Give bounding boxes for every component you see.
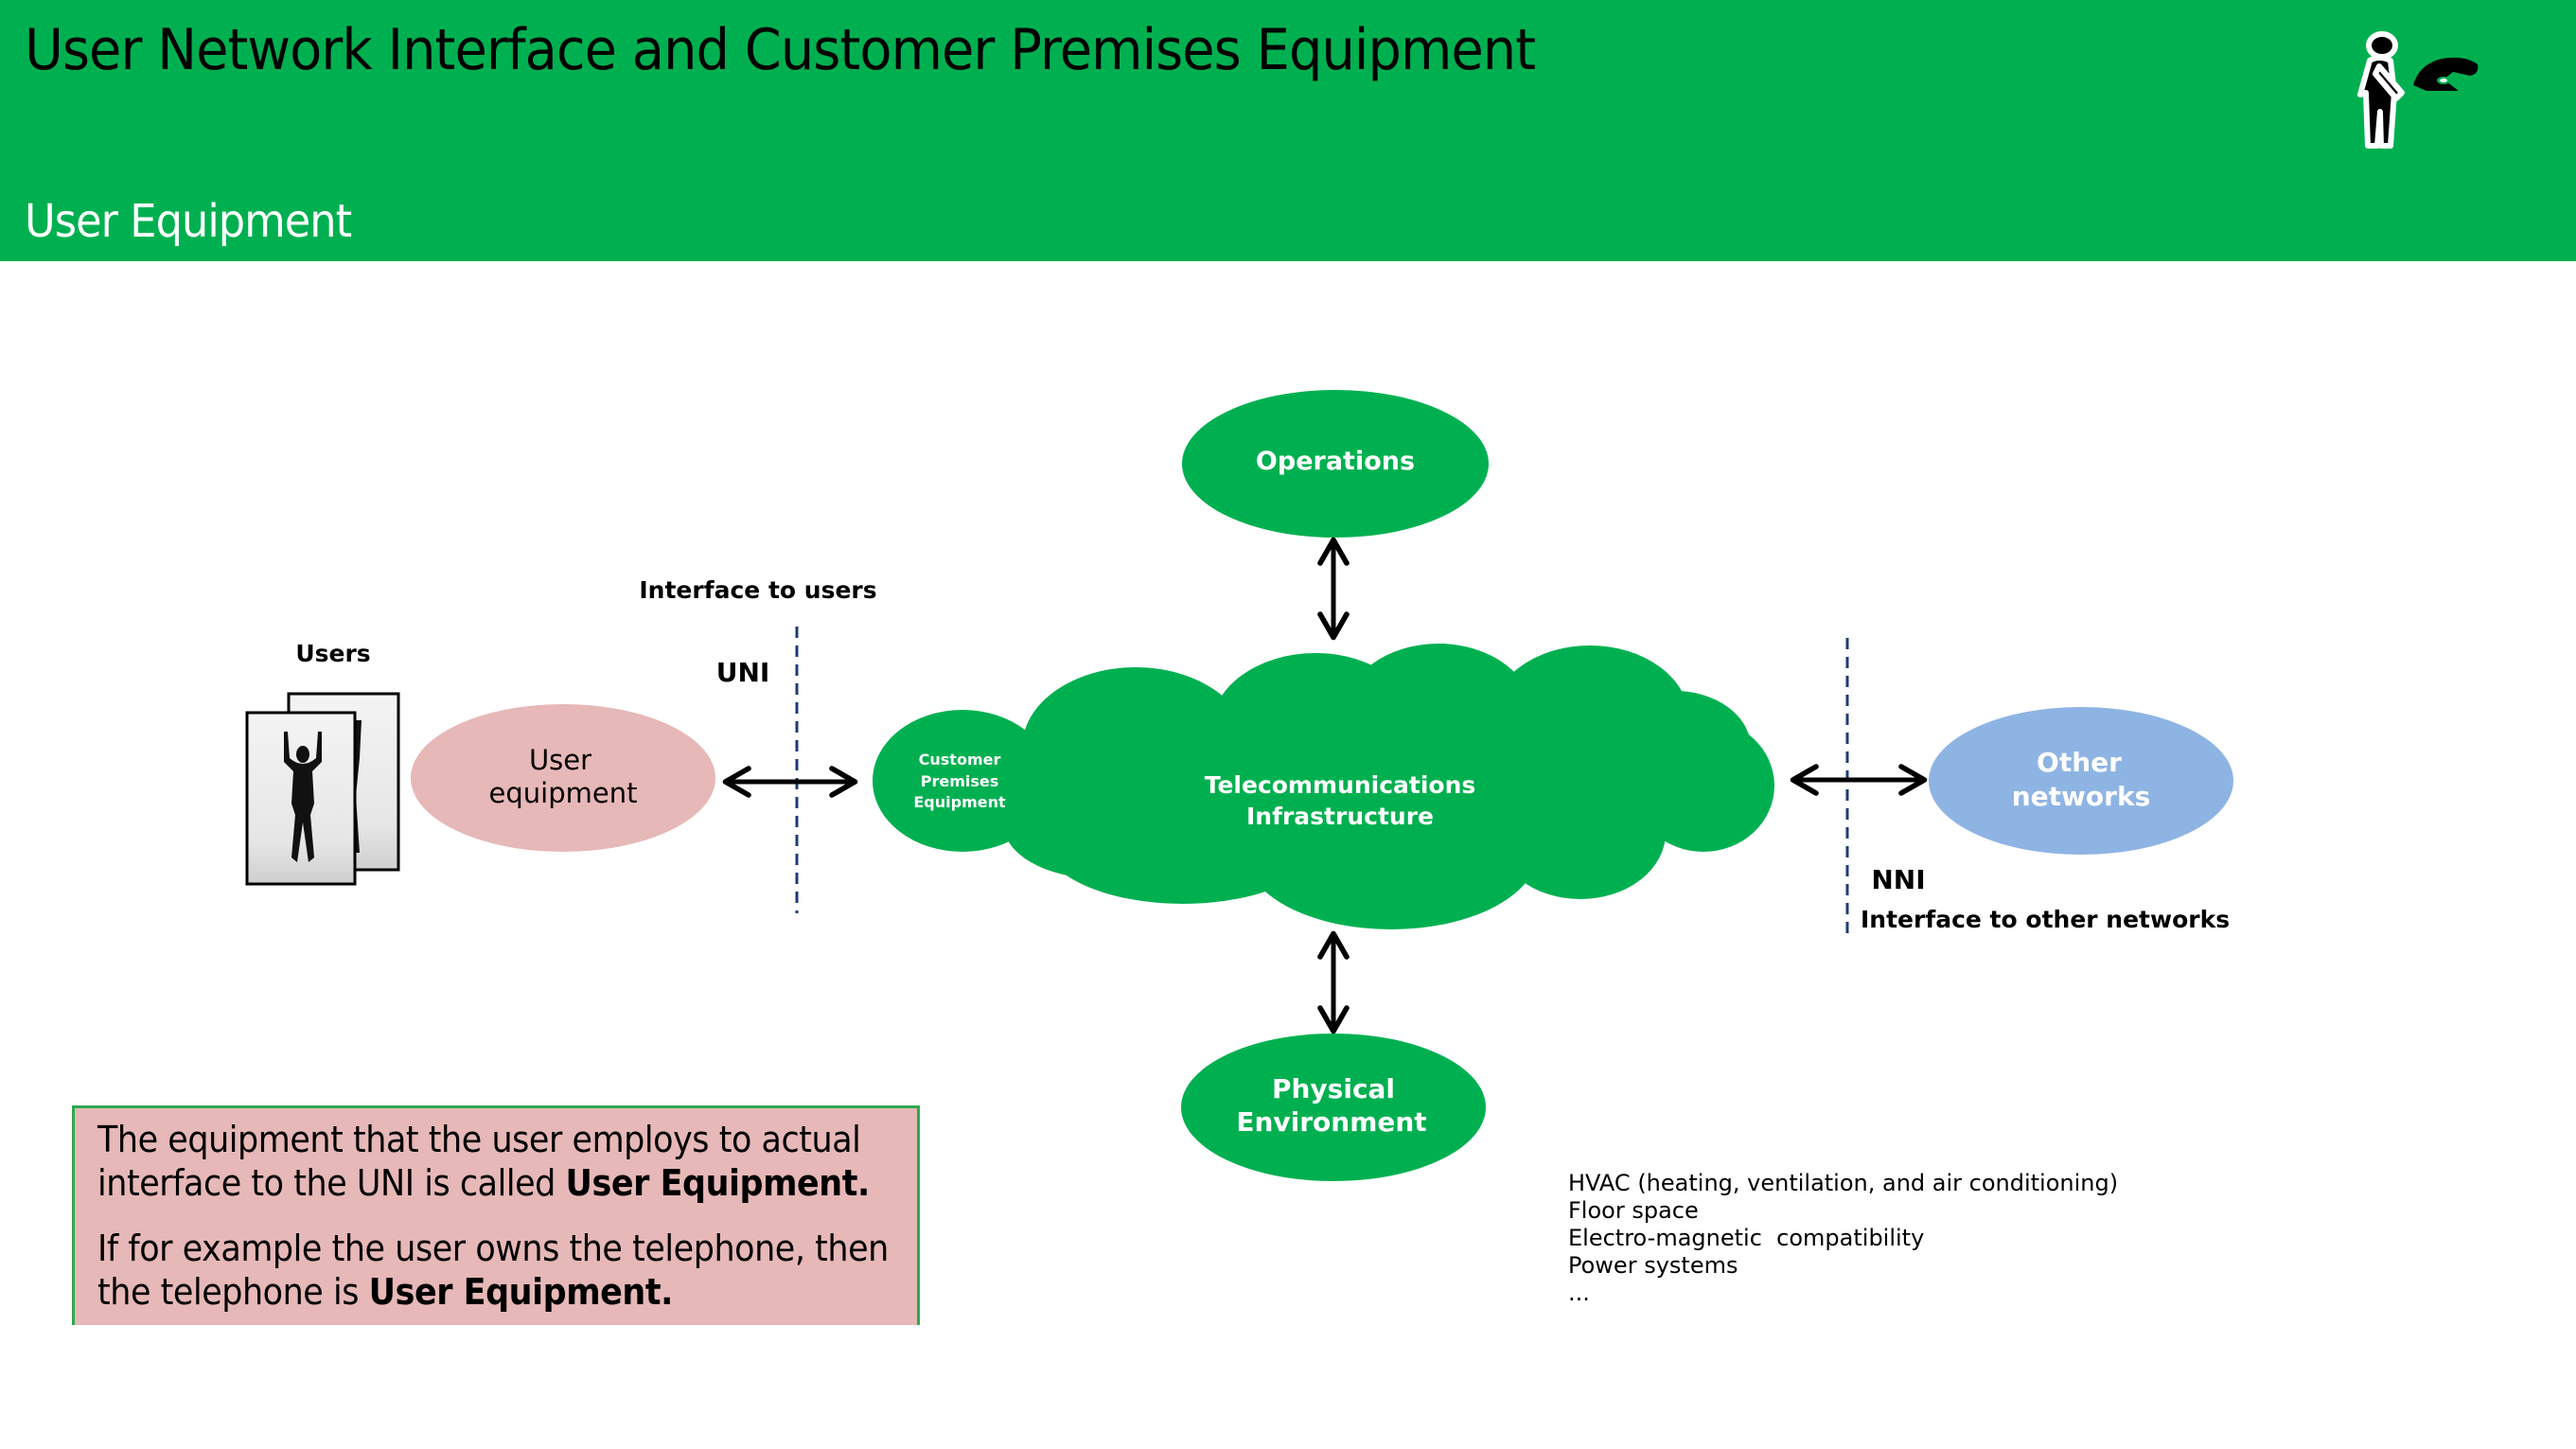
cpe-node [873,710,1052,852]
cpe-label-line3: Equipment [913,793,1006,811]
nni-heading: Interface to other networks [1861,906,2231,933]
note-p1-line1: The equipment that the user employs to a… [97,1119,861,1160]
user-equipment-label-line2: equipment [488,777,638,809]
physical-environment-node [1181,1034,1486,1181]
note-p2-line2: the telephone is User Equipment. [97,1270,889,1314]
users-silhouette-photos-icon [245,692,400,886]
env-list-item: Floor space [1568,1197,1699,1224]
telecommunications-cloud [873,644,1774,929]
physical-environment-list: HVAC (heating, ventilation, and air cond… [1568,1170,2118,1307]
person-with-telephone-icon [2357,31,2479,149]
uni-label: UNI [715,657,770,688]
user-equipment-note: The equipment that the user employs to a… [72,1105,920,1325]
user-equipment-label-line1: User [528,744,592,776]
note-p2-emphasis: User Equipment. [368,1271,674,1313]
uni-heading: Interface to users [639,576,877,604]
env-list-item: HVAC (heating, ventilation, and air cond… [1568,1170,2119,1196]
other-networks-node [1929,707,2233,855]
infrastructure-label-line2: Infrastructure [1246,803,1434,830]
note-p1-line2: interface to the UNI is called User Equi… [97,1161,870,1205]
page-title: User Network Interface and Customer Prem… [25,17,1536,83]
env-list-item: ... [1568,1280,1590,1306]
physical-environment-label-line2: Environment [1236,1106,1427,1138]
note-paragraph-1: The equipment that the user employs to a… [97,1118,870,1205]
physical-environment-label-line1: Physical [1271,1073,1396,1104]
other-networks-label-line1: Other [2037,747,2122,778]
env-list-item: Electro-magnetic compatibility [1568,1225,1925,1251]
page-subtitle: User Equipment [25,195,352,248]
header-banner [0,0,2576,261]
other-networks-label-line2: networks [2011,781,2151,812]
person-icon [2357,31,2405,149]
note-paragraph-2: If for example the user owns the telepho… [97,1227,889,1314]
infrastructure-label-line1: Telecommunications [1204,771,1476,799]
users-label: Users [295,640,371,667]
note-p2-line1: If for example the user owns the telepho… [97,1228,889,1269]
env-list-item: Power systems [1568,1252,1738,1279]
cpe-label-line1: Customer [918,751,1001,769]
operations-node [1182,390,1489,538]
note-p1-emphasis: User Equipment. [565,1162,871,1204]
user-equipment-node [411,704,715,852]
operations-label: Operations [1255,447,1416,476]
note-p1-line2-text: interface to the UNI is called [97,1162,566,1204]
user-photo-front [245,711,357,886]
nni-label: NNI [1871,864,1926,895]
cpe-label-line2: Premises [920,772,999,790]
telephone-icon [2413,57,2479,91]
note-p2-line2-text: the telephone is [97,1271,369,1313]
